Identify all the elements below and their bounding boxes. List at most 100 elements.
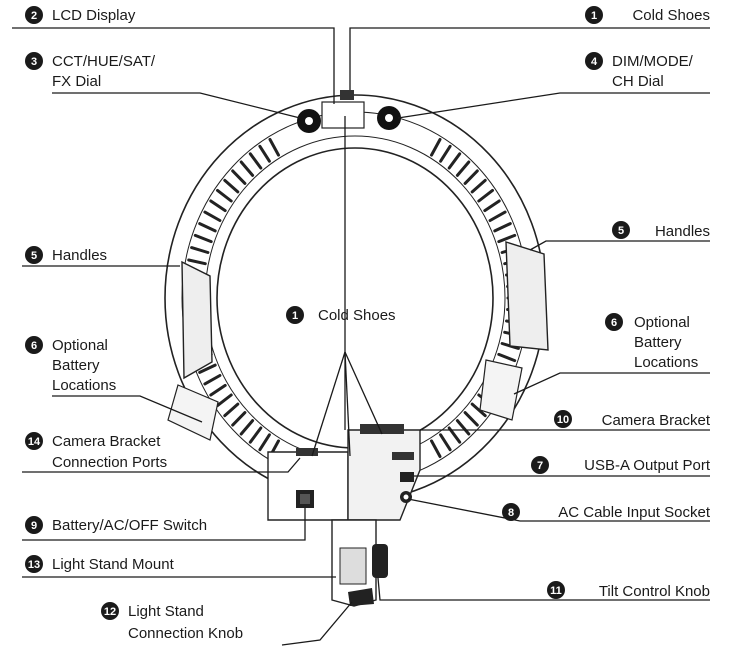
callout-label-line2: CH Dial: [612, 73, 664, 90]
callout-number-badge: [502, 503, 520, 521]
callout-label: Tilt Control Knob: [599, 583, 710, 600]
callout-label-line3: Locations: [52, 377, 116, 394]
callout-number-badge: [25, 432, 43, 450]
callout-label-line2: FX Dial: [52, 73, 101, 90]
callout-battery-right: 6 Optional Battery Locations: [605, 313, 698, 371]
callout-number: 3: [31, 56, 37, 68]
vent-slot: [203, 210, 222, 222]
callout-number-badge: [585, 52, 603, 70]
callout-lcd-display: 2 LCD Display: [25, 6, 136, 24]
callout-number-badge: [612, 221, 630, 239]
callout-label-line2: Connection Knob: [128, 625, 243, 642]
vent-slot: [439, 433, 452, 452]
vent-slot: [190, 246, 210, 254]
vent-slot: [258, 433, 271, 452]
callout-number-badge: [101, 602, 119, 620]
vent-slot: [463, 411, 479, 427]
callout-stand-mount: 13 Light Stand Mount: [25, 555, 175, 573]
callout-label: AC Cable Input Socket: [558, 504, 711, 521]
vent-slot: [258, 144, 271, 163]
vent-slot: [198, 222, 217, 233]
callout-number: 9: [31, 520, 37, 532]
callout-usb-port: 7 USB-A Output Port: [531, 456, 711, 474]
callout-label-line1: Camera Bracket: [52, 433, 161, 450]
callout-number: 1: [591, 10, 597, 22]
callout-number: 7: [537, 460, 543, 472]
callout-label: Handles: [52, 247, 107, 264]
callout-number-badge: [25, 52, 43, 70]
vent-slot: [497, 352, 517, 363]
left-battery-location: [167, 384, 219, 441]
callout-label: USB-A Output Port: [584, 457, 711, 474]
vent-slot: [216, 188, 233, 203]
lcd-display: [321, 101, 365, 129]
stand-connection-knob: [348, 588, 374, 606]
vent-slot: [470, 178, 487, 194]
vent-slot: [239, 419, 255, 436]
callout-number: 2: [31, 10, 37, 22]
callout-number: 11: [550, 585, 562, 597]
callout-label: Cold Shoes: [318, 307, 396, 324]
vent-slot: [239, 160, 255, 177]
callout-number: 1: [292, 310, 298, 322]
vent-slot: [203, 374, 222, 386]
vent-slot: [216, 393, 233, 408]
callout-number: 14: [28, 436, 41, 448]
callout-label-line2: Battery: [634, 334, 682, 351]
vent-slot: [430, 138, 442, 157]
top-cold-shoe: [340, 90, 354, 100]
bracket-cold-shoe: [360, 424, 404, 434]
vent-slot: [209, 383, 227, 397]
vent-slot: [187, 258, 207, 266]
vent-slot: [223, 402, 240, 418]
callout-number-badge: [25, 6, 43, 24]
callout-label-line1: Optional: [634, 314, 690, 331]
vent-slot: [193, 233, 213, 244]
callout-number: 13: [28, 559, 40, 571]
callout-label: Camera Bracket: [602, 412, 711, 429]
callout-cold-shoes-top: 1 Cold Shoes: [585, 6, 710, 24]
callout-battery-left: 6 Optional Battery Locations: [25, 336, 116, 394]
left-handle: [181, 260, 213, 380]
callout-label: Battery/AC/OFF Switch: [52, 517, 207, 534]
callout-number: 6: [611, 317, 617, 329]
vent-slot: [231, 411, 247, 427]
callout-stand-knob: 12 Light Stand Connection Knob: [101, 602, 243, 642]
vent-slot: [223, 178, 240, 194]
leader-lines: [12, 27, 710, 646]
vent-slot: [248, 426, 263, 444]
vent-slot: [209, 199, 227, 213]
callout-label-line1: CCT/HUE/SAT/: [52, 53, 156, 70]
usb-port-body: [400, 472, 414, 482]
callout-camera-bracket-ports: 14 Camera Bracket Connection Ports: [25, 432, 167, 471]
callout-number-badge: [547, 581, 565, 599]
vent-slot: [455, 419, 471, 436]
callout-number-badge: [25, 246, 43, 264]
vent-slot: [493, 222, 512, 233]
right-battery-location: [479, 359, 523, 421]
callout-label-line3: Locations: [634, 354, 698, 371]
callout-label: LCD Display: [52, 7, 136, 24]
callout-power-switch: 9 Battery/AC/OFF Switch: [25, 516, 207, 534]
vent-slot: [463, 169, 479, 185]
callout-number-badge: [25, 555, 43, 573]
vent-slot: [430, 439, 442, 458]
callout-number-badge: [25, 516, 43, 534]
callout-label-line2: Connection Ports: [52, 454, 167, 471]
callout-number-badge: [585, 6, 603, 24]
callout-number: 5: [31, 250, 37, 262]
callout-number: 6: [31, 340, 37, 352]
vent-slot: [439, 144, 452, 163]
callout-label: Light Stand Mount: [52, 556, 175, 573]
control-box: [267, 451, 349, 521]
vent-slot: [470, 402, 487, 418]
right-handle: [505, 241, 549, 351]
callout-label-line1: DIM/MODE/: [612, 53, 694, 70]
vent-slot: [455, 160, 471, 177]
callout-number: 12: [104, 606, 116, 618]
callout-tilt-knob: 11 Tilt Control Knob: [547, 581, 710, 600]
callout-label: Handles: [655, 223, 710, 240]
vent-slot: [488, 210, 507, 222]
callout-dim-dial: 4 DIM/MODE/ CH Dial: [585, 52, 694, 90]
